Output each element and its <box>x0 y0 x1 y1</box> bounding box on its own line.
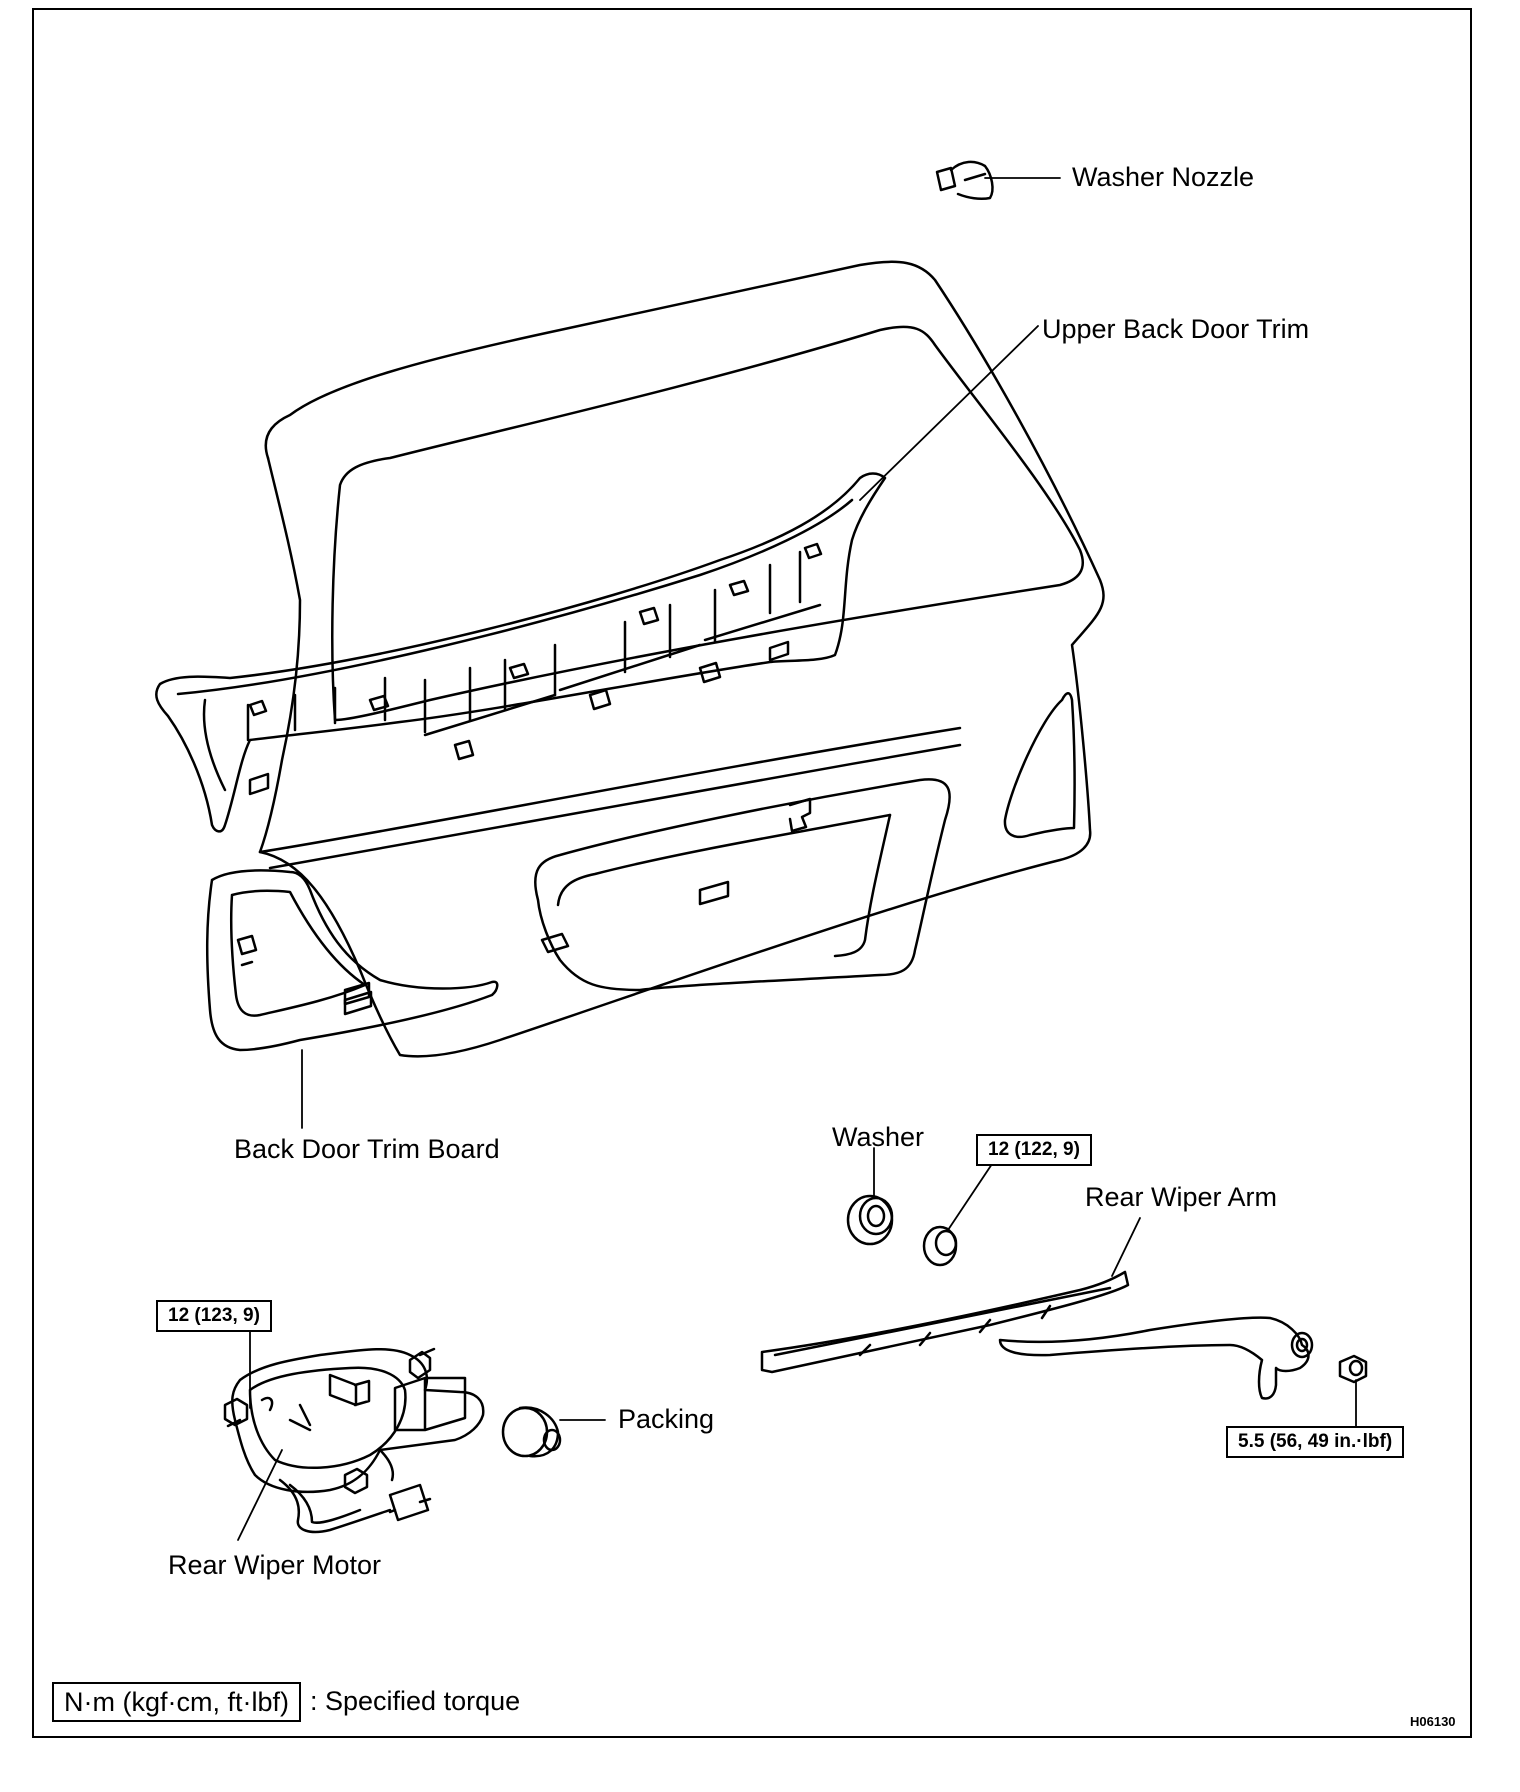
motor-bolt-torque-box: 12 (123, 9) <box>156 1300 272 1332</box>
torque-legend-text: : Specified torque <box>310 1686 521 1716</box>
figure-code: H06130 <box>1410 1714 1456 1729</box>
washer-part <box>846 1194 894 1246</box>
diagram-frame <box>32 8 1472 1738</box>
back-door-trim-board <box>205 869 499 1052</box>
back-door-panel <box>258 260 1105 1058</box>
arm-nut-torque-box: 5.5 (56, 49 in.·lbf) <box>1226 1426 1405 1458</box>
rear-wiper-arm-label: Rear Wiper Arm <box>1085 1182 1278 1212</box>
washer-label: Washer <box>832 1122 925 1152</box>
back-door-trim-board-label: Back Door Trim Board <box>234 1134 500 1164</box>
washer-nozzle-part <box>935 160 994 201</box>
rear-wiper-motor-label: Rear Wiper Motor <box>168 1550 382 1580</box>
washer-nozzle-label: Washer Nozzle <box>1072 162 1255 192</box>
rear-wiper-motor-part <box>223 1347 485 1534</box>
washer-nut-torque-box: 12 (122, 9) <box>976 1134 1092 1166</box>
rear-wiper-arm-part <box>760 1270 1314 1400</box>
arm-nut-part <box>1338 1354 1368 1384</box>
torque-unit-legend-box: N·m (kgf·cm, ft·lbf) <box>52 1682 301 1723</box>
packing-label: Packing <box>618 1404 715 1434</box>
leader-lines <box>237 177 1357 1541</box>
upper-back-door-trim <box>155 472 887 833</box>
washer-nut-part <box>922 1225 958 1267</box>
upper-back-door-trim-label: Upper Back Door Trim <box>1042 314 1310 344</box>
packing-part <box>501 1406 562 1458</box>
